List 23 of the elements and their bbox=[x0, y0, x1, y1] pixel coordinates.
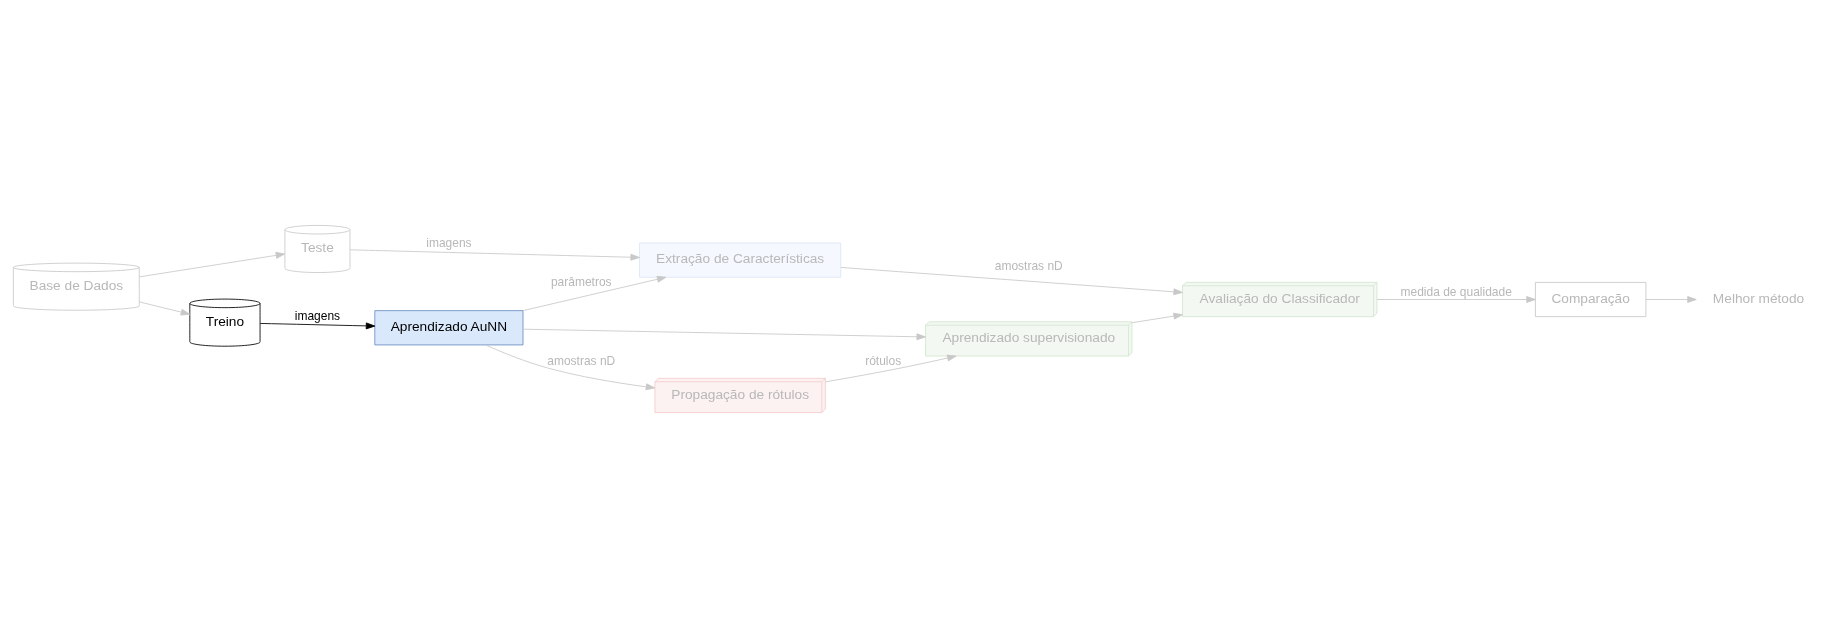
arrow bbox=[1131, 312, 1183, 324]
arrow bbox=[825, 354, 957, 383]
arrow bbox=[139, 251, 286, 278]
arrow bbox=[522, 275, 667, 312]
edge-label: medida de qualidade bbox=[1400, 285, 1512, 300]
node-text: Melhor método bbox=[1712, 290, 1805, 306]
edge-label: imagens bbox=[426, 235, 472, 250]
node-box: Extração de Características bbox=[639, 242, 842, 278]
node-box: Comparação bbox=[1534, 281, 1647, 318]
arrow bbox=[349, 249, 640, 261]
arrow bbox=[1645, 296, 1697, 303]
arrow bbox=[259, 322, 376, 330]
edge-label: amostras nD bbox=[994, 258, 1063, 273]
arrow bbox=[840, 267, 1183, 296]
arrow bbox=[485, 344, 656, 391]
edge-label: parâmetros bbox=[550, 274, 612, 289]
edge-label: rótulos bbox=[865, 353, 902, 368]
arrow bbox=[1376, 296, 1536, 303]
arrow bbox=[522, 328, 926, 341]
arrow bbox=[139, 301, 191, 316]
edge-label: imagens bbox=[294, 309, 341, 324]
node-box: Aprendizado AuNN bbox=[374, 310, 524, 346]
edge-label: amostras nD bbox=[547, 353, 616, 368]
